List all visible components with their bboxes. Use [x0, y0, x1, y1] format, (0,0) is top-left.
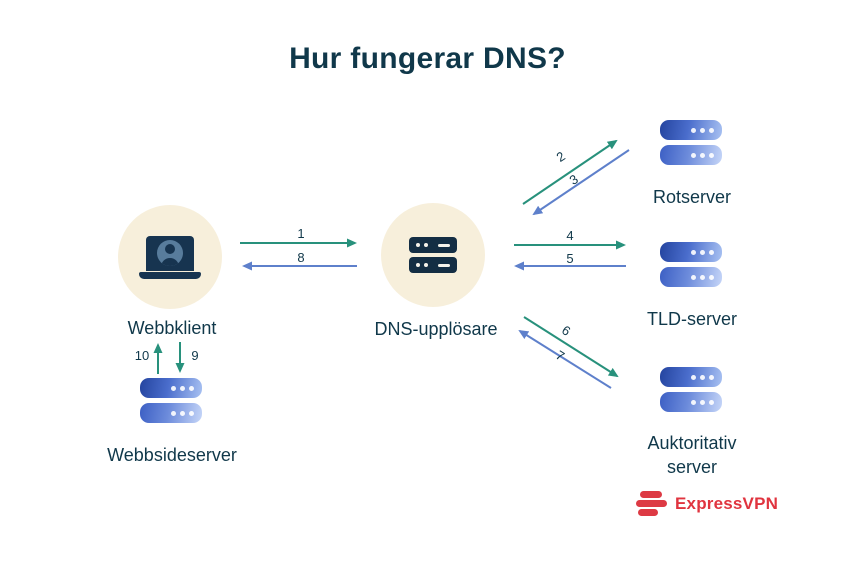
server-dot	[700, 374, 705, 380]
rotserver-icon	[660, 120, 722, 165]
arrow-step-2	[522, 139, 618, 205]
server-bar	[660, 145, 722, 165]
server-dot	[691, 127, 696, 133]
server-dot	[700, 127, 705, 133]
server-dot	[424, 263, 428, 267]
step-label-5: 5	[566, 251, 574, 266]
server-bar	[409, 257, 457, 273]
arrow-step-3	[532, 149, 630, 216]
server-dot	[709, 399, 714, 405]
step-label-4: 4	[566, 228, 574, 243]
server-bar	[660, 120, 722, 140]
server-dot	[709, 152, 714, 158]
auth-server-label-line1: Auktoritativ	[647, 433, 737, 453]
server-bar	[140, 403, 202, 423]
server-bar	[660, 267, 722, 287]
server-dot	[709, 127, 714, 133]
expressvpn-icon	[636, 491, 667, 516]
server-dot	[700, 152, 705, 158]
dns-resolver-circle	[381, 203, 485, 307]
laptop-user-icon	[139, 235, 201, 279]
server-dot	[416, 263, 420, 267]
arrow-step-7	[518, 329, 612, 389]
avatar-head	[165, 244, 175, 254]
avatar-body	[161, 258, 179, 266]
step-label-10: 10	[134, 348, 150, 363]
server-bar	[409, 237, 457, 253]
auth-server-label: Auktoritativ server	[612, 431, 772, 479]
laptop-base	[139, 271, 201, 279]
step-label-1: 1	[297, 226, 305, 241]
logo-stripe	[640, 491, 662, 498]
server-dot	[700, 399, 705, 405]
webbklient-circle	[118, 205, 222, 309]
auth-server-icon	[660, 367, 722, 412]
arrow-step-6	[523, 316, 619, 378]
server-dot	[700, 249, 705, 255]
server-bar	[660, 392, 722, 412]
server-dot	[171, 385, 176, 391]
server-dot	[180, 410, 185, 416]
server-dot	[691, 152, 696, 158]
webbklient-label: Webbklient	[127, 318, 217, 338]
server-dot	[709, 274, 714, 280]
server-bar	[660, 242, 722, 262]
server-dot	[691, 274, 696, 280]
server-bar	[660, 367, 722, 387]
dns-resolver-label: DNS-upplösare	[374, 319, 498, 339]
server-dot	[189, 410, 194, 416]
tld-server-icon	[660, 242, 722, 287]
rotserver-label: Rotserver	[652, 187, 732, 207]
step-label-8: 8	[297, 250, 305, 265]
server-dot	[416, 243, 420, 247]
server-dot	[189, 385, 194, 391]
tld-server-label: TLD-server	[646, 309, 737, 329]
server-dot	[691, 249, 696, 255]
server-dot	[180, 385, 185, 391]
auth-server-label-line2: server	[666, 457, 717, 477]
expressvpn-wordmark: ExpressVPN	[675, 493, 779, 513]
server-dot	[709, 249, 714, 255]
server-vent	[438, 263, 450, 267]
server-dot	[691, 374, 696, 380]
webbsideserver-label: Webbsideserver	[107, 445, 237, 465]
step-label-9: 9	[191, 348, 199, 363]
laptop-screen	[146, 235, 194, 271]
webbsideserver-icon	[140, 378, 202, 423]
server-dot	[691, 399, 696, 405]
expressvpn-logo: ExpressVPN	[636, 491, 778, 516]
logo-stripe	[638, 509, 658, 516]
server-bar	[140, 378, 202, 398]
diagram-title: Hur fungerar DNS?	[289, 42, 566, 75]
server-dot	[709, 374, 714, 380]
dns-resolver-server-icon	[409, 237, 457, 273]
logo-stripe	[636, 500, 667, 507]
user-avatar-icon	[157, 240, 183, 266]
server-dot	[171, 410, 176, 416]
server-vent	[438, 243, 450, 247]
server-dot	[424, 243, 428, 247]
server-dot	[700, 274, 705, 280]
